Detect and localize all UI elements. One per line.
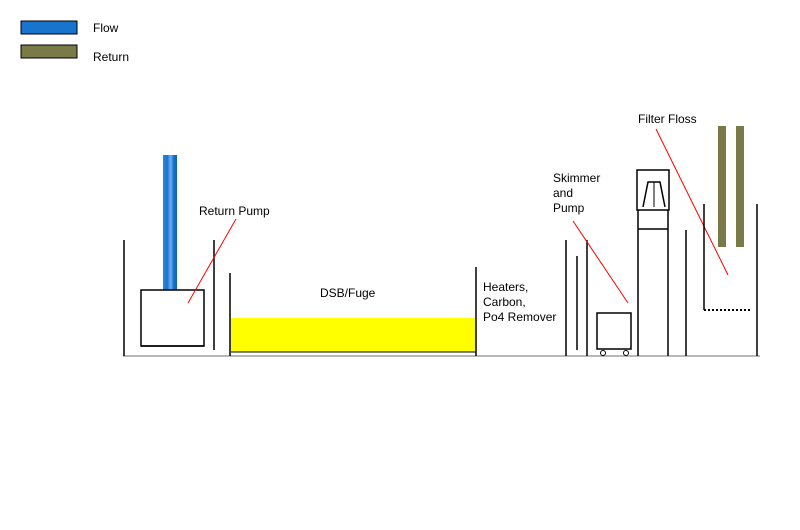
filter-floss-pointer (655, 128, 729, 276)
skimmer-label-line-2: and (553, 186, 573, 200)
return-pump-pointer (187, 218, 237, 304)
skimmer-pointer (572, 220, 629, 304)
legend: Flow Return (20, 20, 129, 64)
skimmer-label-line-3: Pump (553, 201, 585, 215)
legend-flow-swatch (20, 20, 78, 35)
filter-floss-section: Filter Floss (638, 112, 758, 356)
dsb-fuge-section: DSB/Fuge (231, 267, 477, 356)
return-pipe-1 (718, 126, 726, 247)
legend-return-swatch (20, 44, 78, 59)
heaters-section: Heaters, Carbon, Po4 Remover (483, 240, 588, 356)
dsb-fuge-label: DSB/Fuge (320, 286, 376, 300)
filter-floss-label: Filter Floss (638, 112, 697, 126)
return-pump-label: Return Pump (199, 204, 270, 218)
skimmer-pump-foot-left (600, 350, 606, 356)
heaters-label-line-3: Po4 Remover (483, 310, 556, 324)
return-pipe-2 (736, 126, 744, 247)
heaters-label-line-1: Heaters, (483, 280, 528, 294)
heaters-label-line-2: Carbon, (483, 295, 526, 309)
skimmer-pump-foot-right (623, 350, 629, 356)
return-pump-section: Return Pump (123, 155, 270, 356)
sand-bed (231, 318, 476, 352)
legend-flow-label: Flow (93, 21, 119, 35)
return-flow-pipe (163, 155, 177, 290)
skimmer-label-line-1: Skimmer (553, 171, 600, 185)
skimmer-pump-box (596, 312, 632, 350)
skimmer-section: Skimmer and Pump (553, 169, 670, 356)
return-pump-box (140, 289, 205, 347)
legend-return-label: Return (93, 50, 129, 64)
